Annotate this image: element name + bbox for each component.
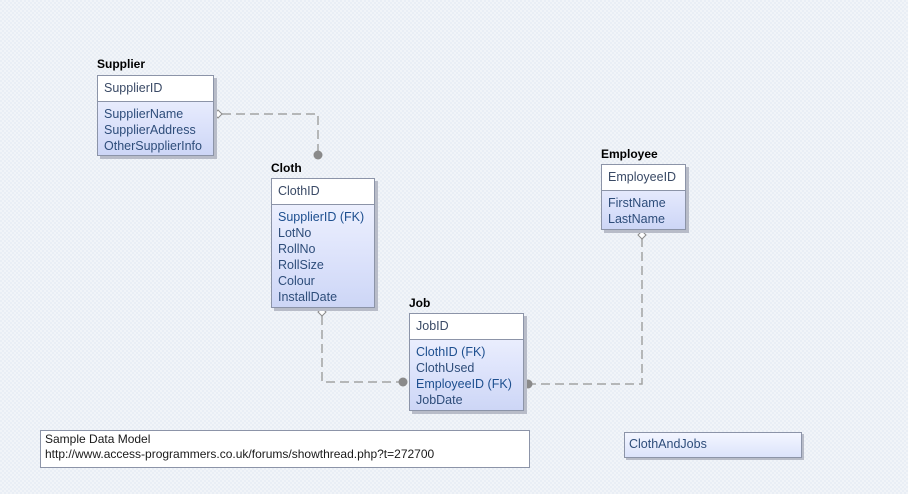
view-label: ClothAndJobs: [629, 437, 707, 451]
supplier-attributes: SupplierName SupplierAddress OtherSuppli…: [98, 102, 213, 158]
job-attr-jobdate: JobDate: [416, 393, 463, 407]
cloth-title: Cloth: [271, 161, 302, 175]
cloth-entity[interactable]: ClothID SupplierID (FK) LotNo RollNo Rol…: [271, 178, 375, 308]
cloth-attributes: SupplierID (FK) LotNo RollNo RollSize Co…: [272, 205, 374, 309]
cloth-attr-supplier-fk: SupplierID (FK): [278, 210, 365, 224]
employee-attributes: FirstName LastName: [602, 191, 685, 231]
relationship-supplier-cloth: [222, 113, 319, 155]
job-attr-cloth-fk: ClothID (FK): [416, 345, 486, 359]
employee-entity[interactable]: EmployeeID FirstName LastName: [601, 164, 686, 230]
cloth-attr-colour: Colour: [278, 274, 315, 288]
supplier-entity[interactable]: SupplierID SupplierName SupplierAddress …: [97, 75, 214, 156]
child-dot-job-employee: [523, 379, 533, 389]
job-attributes: ClothID (FK) ClothUsed EmployeeID (FK) J…: [410, 340, 523, 412]
supplier-attr-other-info: OtherSupplierInfo: [104, 139, 202, 153]
cloth-attr-installdate: InstallDate: [278, 290, 338, 304]
supplier-title: Supplier: [97, 57, 146, 71]
employee-primary-key: EmployeeID: [602, 165, 685, 191]
cloth-attr-rollsize: RollSize: [278, 258, 324, 272]
parent-diamond-employee: [637, 230, 647, 240]
job-primary-key: JobID: [410, 314, 523, 340]
cloth-attr-rollno: RollNo: [278, 242, 316, 256]
note-title: Sample Data Model: [45, 432, 151, 446]
employee-attr-firstname: FirstName: [608, 196, 666, 210]
child-dot-cloth: [313, 150, 323, 160]
cloth-primary-key: ClothID: [272, 179, 374, 205]
employee-attr-lastname: LastName: [608, 212, 665, 226]
job-attr-clothused: ClothUsed: [416, 361, 475, 375]
relationship-cloth-job: [321, 316, 402, 383]
supplier-attr-name: SupplierName: [104, 107, 184, 121]
employee-title: Employee: [601, 147, 658, 161]
diagram-note[interactable]: Sample Data Model http://www.access-prog…: [40, 430, 530, 468]
job-title: Job: [409, 296, 431, 310]
job-attr-employee-fk: EmployeeID (FK): [416, 377, 512, 391]
cloth-attr-lotno: LotNo: [278, 226, 312, 240]
parent-diamond-cloth: [317, 307, 327, 317]
child-dot-job-cloth: [398, 377, 408, 387]
job-entity[interactable]: JobID ClothID (FK) ClothUsed EmployeeID …: [409, 313, 524, 411]
supplier-primary-key: SupplierID: [98, 76, 213, 102]
note-url: http://www.access-programmers.co.uk/foru…: [45, 447, 435, 461]
relationship-employee-job: [528, 238, 643, 385]
view-clothandjobs[interactable]: ClothAndJobs: [624, 432, 802, 458]
supplier-attr-address: SupplierAddress: [104, 123, 196, 137]
parent-diamond-supplier: [213, 109, 223, 119]
